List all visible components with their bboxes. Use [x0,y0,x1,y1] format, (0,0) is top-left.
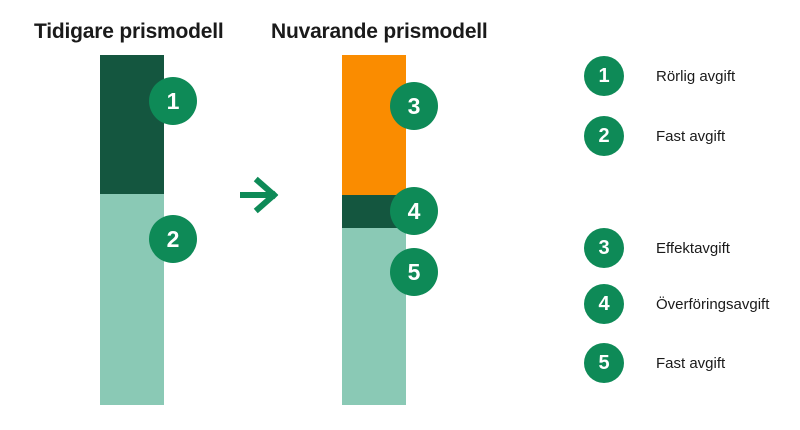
current-model-bar [342,55,406,405]
legend-label-3: Effektavgift [656,239,730,257]
legend-label-1: Rörlig avgift [656,67,736,85]
bar-badge-3: 3 [390,82,438,130]
legend-badge-2: 2 [584,116,624,156]
legend-item-fast-avgift-current: 5 Fast avgift [584,343,725,383]
bar-segment-rorlig-avgift [100,55,164,194]
bar-badge-5: 5 [390,248,438,296]
previous-model-title: Tidigare prismodell [34,20,224,43]
legend-badge-1: 1 [584,56,624,96]
current-model-title: Nuvarande prismodell [271,20,488,43]
bar-badge-2: 2 [149,215,197,263]
legend-label-2: Fast avgift [656,127,726,145]
bar-badge-4: 4 [390,187,438,235]
arrow-right-icon [238,176,282,214]
legend-label-5: Fast avgift [656,354,726,372]
legend-badge-4: 4 [584,284,624,324]
legend-badge-3: 3 [584,228,624,268]
legend-item-rorlig-avgift: 1 Rörlig avgift [584,56,735,96]
bar-segment-effektavgift [342,55,406,195]
legend-item-effektavgift: 3 Effektavgift [584,228,730,268]
legend-item-overforingsavgift: 4 Överföringsavgift [584,284,769,324]
legend-label-4: Överföringsavgift [656,295,770,313]
legend-item-fast-avgift: 2 Fast avgift [584,116,725,156]
bar-badge-1: 1 [149,77,197,125]
legend-badge-5: 5 [584,343,624,383]
